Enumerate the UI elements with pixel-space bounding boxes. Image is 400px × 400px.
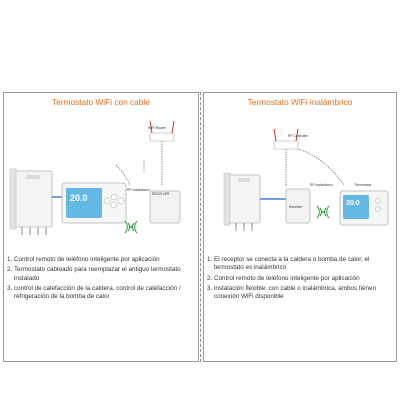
receiver-label: RECEIVER [152,192,170,196]
wireless-panel: Termostato WiFi inalámbrico [203,92,397,362]
note-item: 1. El receptor se conecta a la caldera o… [207,256,370,272]
thermostat-icon [61,182,127,224]
notes-wireless: 1. El receptor se conecta a la caldera o… [207,256,393,303]
thermostat-label: Thermostat [354,183,372,187]
boiler-icon [223,172,261,231]
wired-diagram [9,120,181,235]
notes-wired: 1. Control remoto de teléfono inteligent… [7,256,195,303]
router-label: WiFi Router [148,126,166,130]
router-label: RF Controller [288,134,309,138]
wifi-router-icon [273,128,299,150]
lcd-reading: 20.0 [346,200,360,207]
wireless-diagram [223,128,389,231]
panel-title-wired: Termostato WiFi con cable [52,97,150,107]
receiver-icon [149,190,181,224]
receiver-label: Receiver [289,205,303,209]
note-item: 1. Control remoto de teléfono inteligent… [7,256,160,263]
wifi-icon [124,220,138,234]
wired-panel: Termostato WiFi con cable [3,92,199,362]
panel-divider [200,92,201,362]
boiler-icon [9,168,53,235]
note-item: 3. control de calefacción de la caldera,… [7,284,181,301]
note-item: 2. Termostato cableado para reemplazar e… [7,266,181,282]
rf-label: RF inalámbrico [127,188,150,192]
note-item: 2. Control remoto de teléfono inteligent… [207,274,360,282]
panel-title-wireless: Termostato WiFi inalámbrico [247,97,353,107]
lcd-reading: 20.0 [70,193,88,203]
note-item: 3. instalación flexible: con cable o ina… [207,284,377,301]
wifi-router-icon [149,120,175,142]
rf-label: RF inalámbrico [310,183,333,187]
receiver-icon [285,188,311,224]
thermostat-icon [339,190,389,226]
wifi-icon [316,205,330,219]
